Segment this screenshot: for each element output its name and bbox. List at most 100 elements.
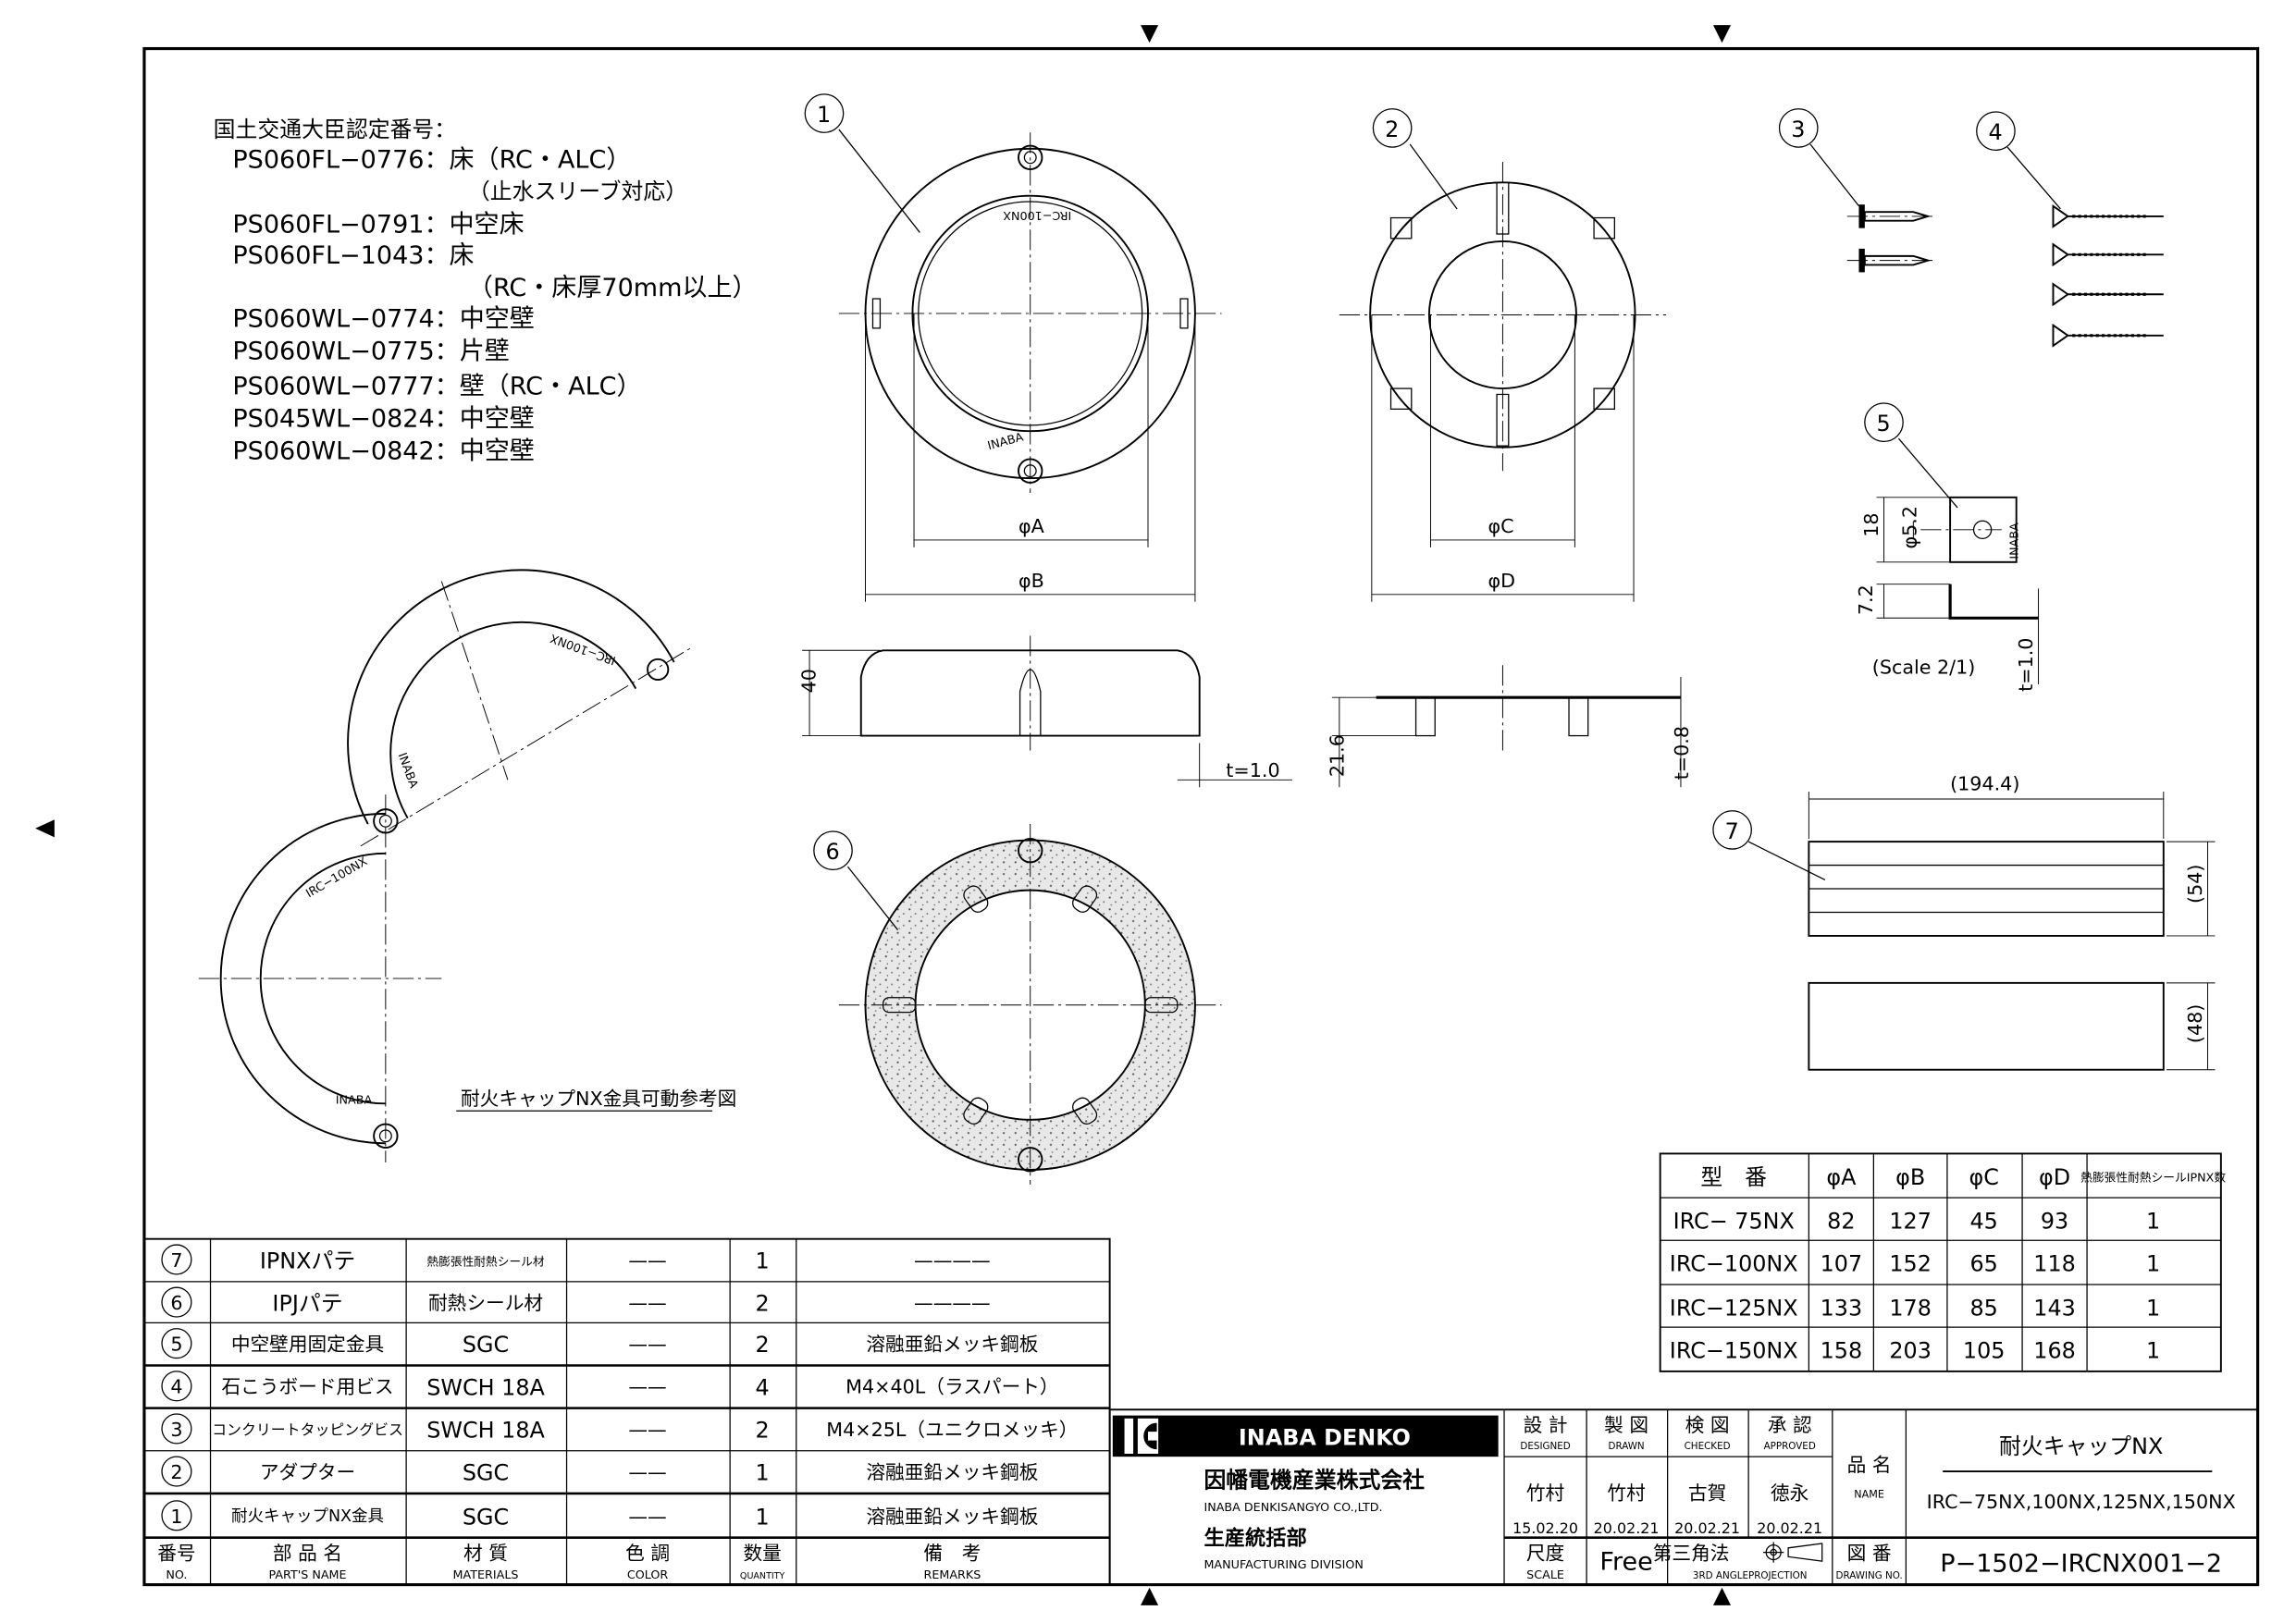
size-cell: 133 [1821, 1295, 1863, 1321]
callout-2: 2 [1385, 117, 1399, 142]
centering-marks [35, 25, 1732, 1605]
part-quantity: 1 [756, 1460, 770, 1486]
size-cell: 45 [1970, 1209, 1998, 1235]
callout-1: 1 [817, 102, 831, 128]
part-quantity: 4 [756, 1374, 770, 1400]
header-remarks-en: REMARKS [923, 1568, 981, 1581]
part-remarks: ———— [914, 1249, 991, 1272]
part-quantity: 2 [756, 1332, 770, 1358]
part-number: 7 [170, 1249, 182, 1272]
cert-line: PS060WL−0774：中空壁 [232, 304, 534, 333]
part-remarks: 溶融亜鉛メッキ鋼板 [866, 1334, 1038, 1356]
part-material: SGC [463, 1332, 509, 1358]
cert-line: PS060WL−0842：中空壁 [232, 436, 534, 465]
part-number: 2 [170, 1461, 182, 1483]
drawn-label-en: DRAWN [1609, 1441, 1645, 1452]
parts-row: 2 アダプター SGC —— 1 溶融亜鉛メッキ鋼板 [161, 1456, 1038, 1487]
header-qty-jp: 数量 [743, 1543, 781, 1565]
parts-row: 5 中空壁用固定金具 SGC —— 2 溶融亜鉛メッキ鋼板 [161, 1328, 1038, 1359]
part-material: SGC [463, 1460, 509, 1486]
part-1-side-view: 40 t=1.0 [797, 635, 1292, 788]
drawing-no-label-en: DRAWING NO. [1836, 1570, 1903, 1581]
designed-date: 15.02.20 [1512, 1519, 1578, 1537]
part-number: 3 [170, 1419, 182, 1441]
parts-table: 7 IPNXパテ 熱膨張性耐熱シール材 —— 1 ———— 6 IPJパテ 耐熱… [142, 1237, 1111, 1586]
part-name: アダプター [260, 1461, 355, 1483]
part-color: —— [628, 1334, 666, 1356]
dim-putty-length: (194.4) [1950, 772, 2019, 794]
dim-bracket-7-2: 7.2 [1855, 584, 1877, 615]
size-cell: 107 [1821, 1251, 1863, 1277]
size-cell: 1 [2146, 1251, 2160, 1277]
parts-row: 3 コンクリートタッピングビス SWCH 18A —— 2 M4×25L（ユニク… [161, 1413, 1078, 1445]
part-name: IPJパテ [272, 1291, 342, 1317]
designed-label-jp: 設 計 [1524, 1414, 1568, 1436]
scale-label-jp: 尺度 [1526, 1543, 1564, 1565]
cert-line: PS060WL−0777：壁（RC・ALC） [232, 372, 641, 400]
size-header-model: 型 番 [1700, 1164, 1767, 1190]
approved-date: 20.02.21 [1757, 1519, 1822, 1537]
size-header-b: φB [1895, 1164, 1925, 1190]
part-color: —— [628, 1506, 666, 1528]
part-material: 熱膨張性耐熱シール材 [426, 1254, 544, 1268]
size-cell: IRC−150NX [1670, 1338, 1798, 1364]
name-label-jp: 品 名 [1847, 1454, 1892, 1476]
part-quantity: 2 [756, 1417, 770, 1443]
part-name: IPNXパテ [260, 1248, 355, 1274]
ref-ring-brand-marking: INABA [396, 751, 422, 790]
part-material: SGC [463, 1504, 509, 1530]
parts-row: 6 IPJパテ 耐熱シール材 —— 2 ———— [161, 1286, 991, 1318]
designed-by: 竹村 [1526, 1482, 1564, 1504]
parts-table-header: 番号 NO. 部 品 名 PART'S NAME 材 質 MATERIALS 色… [157, 1543, 981, 1582]
product-models: IRC−75NX,100NX,125NX,150NX [1927, 1491, 2236, 1513]
callout-7: 7 [1725, 818, 1739, 844]
dim-thickness-part2: t=0.8 [1671, 726, 1693, 780]
part-4-board-screws: 4 [1976, 111, 2164, 348]
size-header-c: φC [1969, 1164, 1998, 1190]
approved-by: 徳永 [1771, 1482, 1808, 1504]
size-cell: 178 [1889, 1295, 1932, 1321]
designed-label-en: DESIGNED [1520, 1441, 1570, 1452]
callout-3: 3 [1791, 117, 1805, 142]
header-color-en: COLOR [627, 1568, 669, 1581]
part-remarks: 溶融亜鉛メッキ鋼板 [866, 1461, 1038, 1483]
callout-6: 6 [826, 839, 840, 865]
part-remarks: 溶融亜鉛メッキ鋼板 [866, 1506, 1038, 1528]
ring-model-marking: IRC−100NX [1003, 209, 1071, 223]
third-angle-projection-icon [1763, 1542, 1823, 1563]
part-material: SWCH 18A [426, 1374, 545, 1400]
size-cell: 127 [1889, 1209, 1932, 1235]
product-name: 耐火キャップNX [1999, 1433, 2163, 1459]
part-7-putty: 7 (194.4) (54) (48) [1712, 772, 2216, 1071]
part-color: —— [628, 1461, 666, 1483]
dim-thickness-part1: t=1.0 [1226, 759, 1279, 781]
part-number: 5 [170, 1334, 182, 1356]
drawing-number: P−1502−IRCNX001−2 [1940, 1549, 2222, 1578]
part-color: —— [628, 1292, 666, 1314]
cert-line: PS060FL−1043：床 [232, 241, 474, 270]
dim-phi-a: φA [1018, 515, 1044, 537]
part-quantity: 2 [756, 1291, 770, 1317]
size-cell: 1 [2146, 1295, 2160, 1321]
part-name: 耐火キャップNX金具 [231, 1507, 384, 1526]
size-cell: 93 [2041, 1209, 2068, 1235]
header-no-en: NO. [166, 1568, 187, 1581]
part-name: 中空壁用固定金具 [231, 1334, 384, 1356]
part-remarks: M4×25L（ユニクロメッキ） [826, 1419, 1078, 1441]
part-quantity: 1 [756, 1504, 770, 1530]
certification-heading: 国土交通大臣認定番号： [214, 117, 456, 142]
part-1-cap-ring-view: IRC−100NX INABA φA φB 1 [804, 93, 1222, 602]
part-2-side-view: 21.6 t=0.8 [1327, 665, 1693, 788]
size-cell: 118 [2033, 1251, 2076, 1277]
header-remarks-jp: 備 考 [923, 1543, 981, 1565]
cert-line: （止水スリーブ対応） [468, 178, 687, 204]
part-color: —— [628, 1249, 666, 1272]
size-cell: IRC−125NX [1670, 1295, 1798, 1321]
movable-reference-drawing: IRC−100NX INABA IRC−100NX INABA 耐火キャップNX… [198, 569, 736, 1162]
dim-height-21-6: 21.6 [1327, 734, 1349, 777]
dim-bracket-18: 18 [1860, 512, 1882, 536]
inaba-logo-icon [1137, 1418, 1159, 1454]
logo-text: INABA DENKO [1239, 1424, 1411, 1450]
drawing-no-label-jp: 図 番 [1847, 1543, 1892, 1565]
